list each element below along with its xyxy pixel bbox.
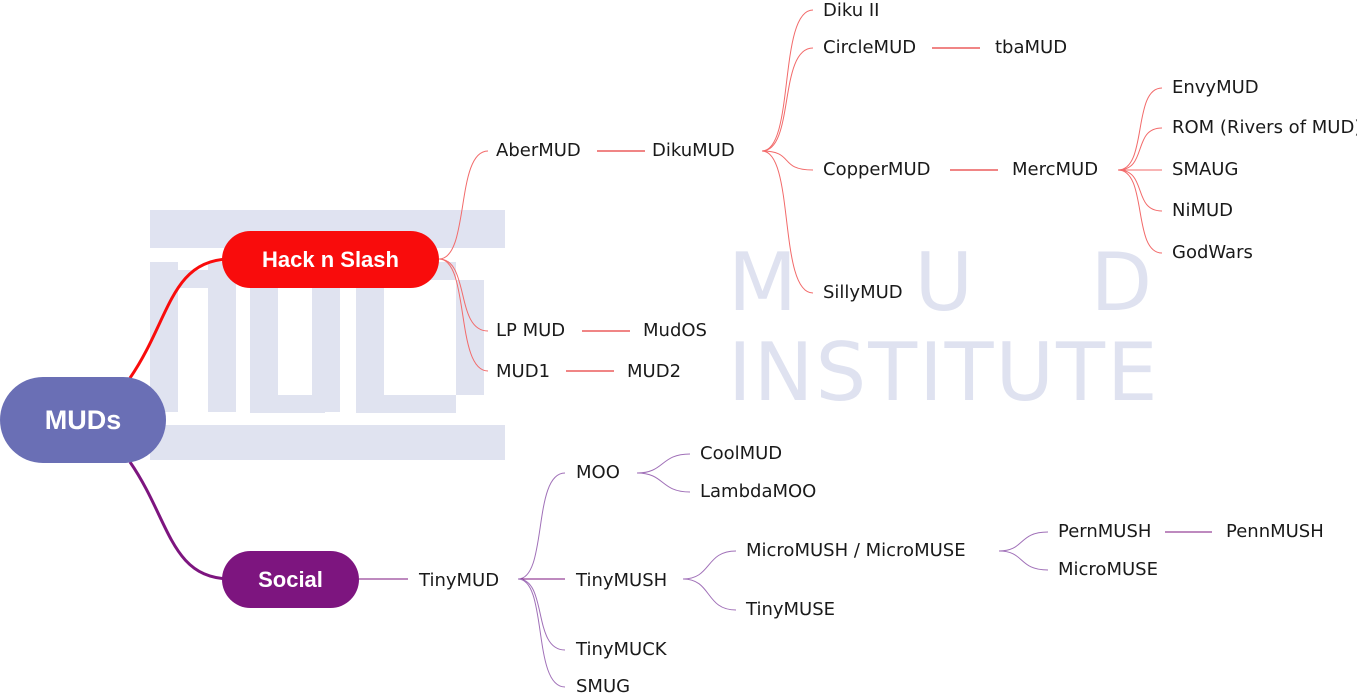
topic-mudos[interactable]: MudOS bbox=[643, 320, 707, 341]
topic-rom[interactable]: ROM (Rivers of MUD) bbox=[1172, 117, 1357, 138]
connector-hack-lp bbox=[438, 258, 489, 332]
topic-lp-mud[interactable]: LP MUD bbox=[496, 320, 566, 341]
topic-tinymush[interactable]: TinyMUSH bbox=[576, 570, 668, 591]
topic-sillymud[interactable]: SillyMUD bbox=[823, 282, 903, 303]
connector-tinymud-smug bbox=[517, 578, 566, 688]
connector-tinymush-micromush bbox=[682, 550, 737, 580]
topic-lambdamoo[interactable]: LambdaMOO bbox=[700, 481, 817, 502]
topic-pernmush[interactable]: PernMUSH bbox=[1058, 521, 1152, 542]
topic-circlemud[interactable]: CircleMUD bbox=[823, 37, 917, 58]
connector-diku-silly bbox=[761, 150, 814, 294]
connector-merc-envy bbox=[1117, 87, 1163, 171]
topic-tbamud[interactable]: tbaMUD bbox=[995, 37, 1068, 58]
connector-micromush-pernmush bbox=[998, 531, 1049, 552]
connector-moo-lambdamoo bbox=[636, 472, 691, 493]
topic-smug[interactable]: SMUG bbox=[576, 676, 631, 697]
topic-micromuse[interactable]: MicroMUSE bbox=[1058, 559, 1158, 580]
topic-micromush-micromuse[interactable]: MicroMUSH / MicroMUSE bbox=[746, 540, 966, 561]
topic-abermud[interactable]: AberMUD bbox=[496, 140, 581, 161]
connector-moo-coolmud bbox=[636, 453, 691, 474]
connector-merc-godwars bbox=[1117, 169, 1163, 254]
connector-diku-diku2 bbox=[761, 9, 814, 152]
connector-micromush-micromuse bbox=[998, 550, 1049, 571]
topic-coolmud[interactable]: CoolMUD bbox=[700, 443, 783, 464]
topic-nimud[interactable]: NiMUD bbox=[1172, 200, 1234, 221]
branch-node-social[interactable]: Social bbox=[222, 551, 359, 608]
connector-root-hack bbox=[128, 257, 231, 379]
connector-tinymud-tinymuck bbox=[517, 578, 566, 651]
connector-hack-mud1 bbox=[438, 258, 489, 372]
connector-merc-rom bbox=[1117, 127, 1163, 171]
topic-envymud[interactable]: EnvyMUD bbox=[1172, 77, 1259, 98]
branch-node-hack-n-slash[interactable]: Hack n Slash bbox=[222, 231, 439, 288]
topic-mercmud[interactable]: MercMUD bbox=[1012, 159, 1099, 180]
connector-hack-aber bbox=[438, 150, 489, 260]
topic-moo[interactable]: MOO bbox=[576, 462, 620, 483]
connector-root-social bbox=[128, 461, 231, 581]
topic-godwars[interactable]: GodWars bbox=[1172, 242, 1253, 263]
topic-diku-ii[interactable]: Diku II bbox=[823, 0, 880, 21]
connector-diku-copper bbox=[761, 150, 814, 171]
topic-coppermud[interactable]: CopperMUD bbox=[823, 159, 931, 180]
connector-tinymush-tinymuse bbox=[682, 578, 737, 611]
connector-merc-nimud bbox=[1117, 169, 1163, 212]
topic-pennmush[interactable]: PennMUSH bbox=[1226, 521, 1324, 542]
topic-tinymud[interactable]: TinyMUD bbox=[419, 570, 500, 591]
root-node-muds[interactable]: MUDs bbox=[0, 377, 166, 463]
topic-tinymuck[interactable]: TinyMUCK bbox=[576, 639, 667, 660]
topic-dikumud[interactable]: DikuMUD bbox=[652, 140, 735, 161]
connector-tinymud-moo bbox=[517, 472, 566, 580]
topic-tinymuse[interactable]: TinyMUSE bbox=[746, 599, 836, 620]
topic-mud2[interactable]: MUD2 bbox=[627, 361, 682, 382]
connector-diku-circle bbox=[761, 47, 814, 152]
topic-smaug[interactable]: SMAUG bbox=[1172, 159, 1239, 180]
topic-mud1[interactable]: MUD1 bbox=[496, 361, 551, 382]
